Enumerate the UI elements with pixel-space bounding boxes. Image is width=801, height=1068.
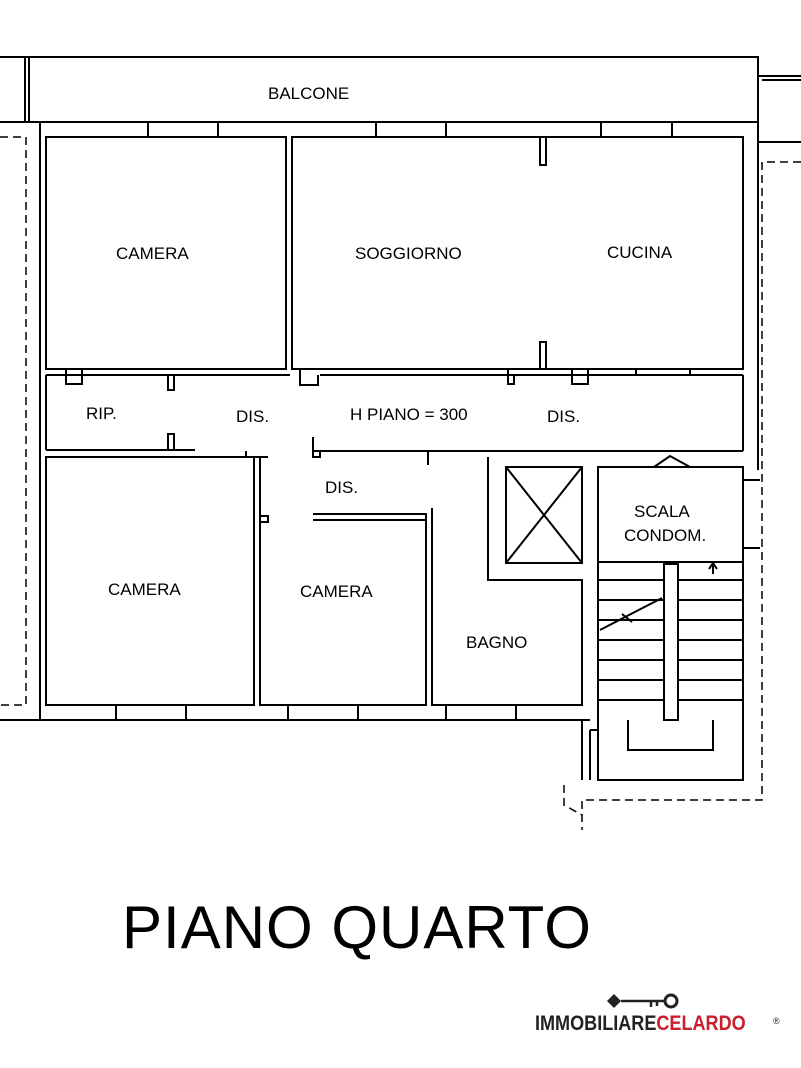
elevator-shaft [505, 466, 583, 564]
label-soggiorno: SOGGIORNO [355, 244, 462, 263]
label-dis-1: DIS. [236, 407, 269, 426]
label-scala: SCALA [634, 502, 690, 521]
label-camera-3: CAMERA [300, 582, 373, 601]
brand-logo: IMMOBILIARECELARDO ® [535, 992, 785, 1042]
key-icon [607, 993, 679, 1009]
room-camera-1 [45, 136, 287, 370]
label-cucina: CUCINA [607, 243, 673, 262]
room-bagno [431, 457, 583, 706]
label-balcone: BALCONE [268, 84, 349, 103]
label-condom: CONDOM. [624, 526, 706, 545]
logo-wordmark: IMMOBILIARECELARDO [535, 1012, 746, 1036]
registered-mark: ® [773, 1016, 780, 1026]
floor-title: PIANO QUARTO [122, 894, 592, 961]
room-soggiorno-cucina [291, 136, 744, 370]
label-dis-2: DIS. [547, 407, 580, 426]
label-camera-2: CAMERA [108, 580, 181, 599]
room-camera-3 [259, 457, 427, 706]
balcony-outline [28, 56, 759, 123]
logo-part-celardo: CELARDO [656, 1012, 746, 1035]
label-h-piano: H PIANO = 300 [350, 405, 468, 424]
label-camera-1: CAMERA [116, 244, 189, 263]
label-dis-3: DIS. [325, 478, 358, 497]
logo-part-immobiliare: IMMOBILIARE [535, 1012, 657, 1035]
label-rip: RIP. [86, 404, 117, 423]
label-bagno: BAGNO [466, 633, 527, 652]
floor-plan: BALCONE CAMERA SOGGIORNO CUCINA RIP. DIS… [0, 56, 801, 830]
